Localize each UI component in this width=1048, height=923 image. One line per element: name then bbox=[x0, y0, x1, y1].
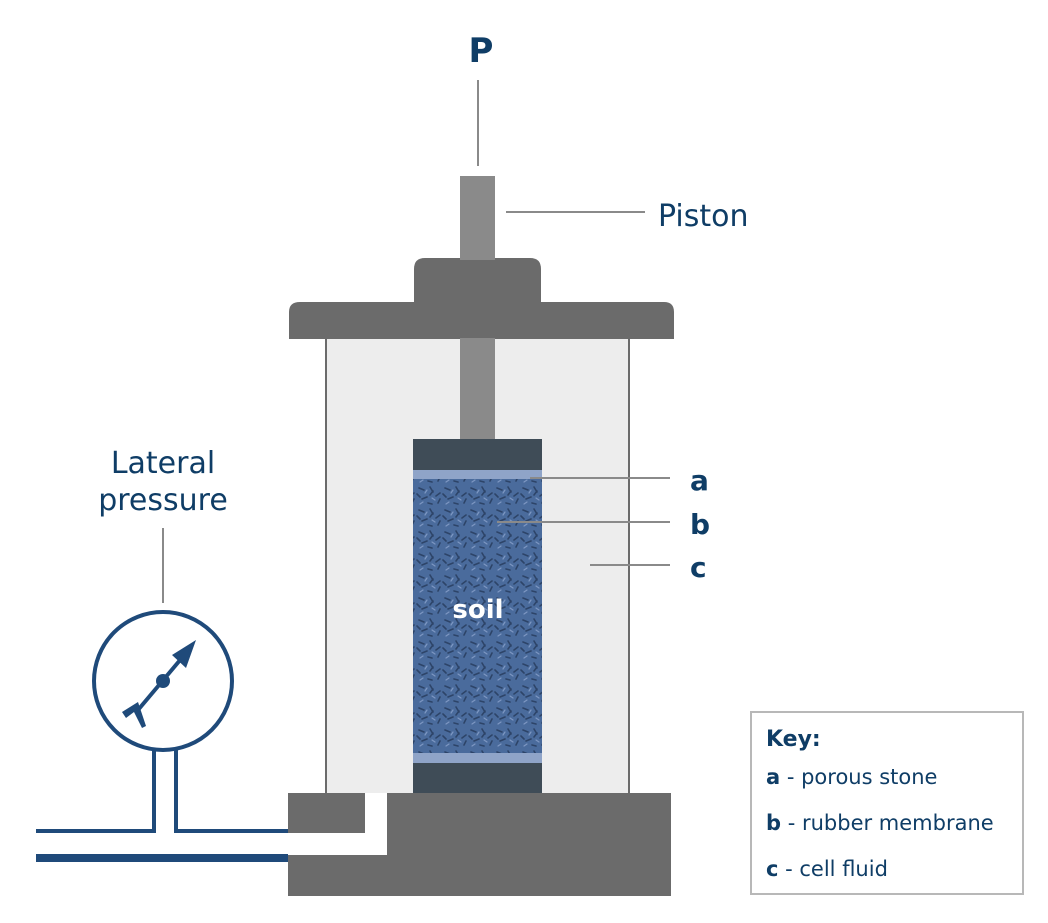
soil-label: soil bbox=[452, 595, 503, 625]
soil-sample bbox=[413, 479, 542, 753]
piston-label: Piston bbox=[658, 199, 749, 234]
legend-item-a: a - porous stone bbox=[766, 764, 1022, 810]
top-porous-stone bbox=[413, 470, 542, 479]
label-b: b bbox=[690, 508, 710, 541]
legend-text: - cell fluid bbox=[778, 857, 888, 881]
gauge-needle-arrow-icon bbox=[172, 640, 196, 668]
top-cap bbox=[413, 439, 542, 470]
legend-text: - rubber membrane bbox=[781, 811, 994, 835]
legend-text: - porous stone bbox=[780, 765, 938, 789]
piston-upper bbox=[460, 176, 495, 260]
gauge-needle-tail-icon bbox=[122, 702, 146, 728]
piston-lower bbox=[460, 338, 495, 440]
legend-item-c: c - cell fluid bbox=[766, 856, 1022, 902]
label-a: a bbox=[690, 464, 709, 497]
gauge-tap-line-right bbox=[174, 748, 288, 833]
legend-item-b: b - rubber membrane bbox=[766, 810, 1022, 856]
load-label: P bbox=[469, 31, 494, 71]
gauge-pivot bbox=[156, 674, 170, 688]
gauge-tap-line bbox=[36, 748, 156, 833]
fluid-channel bbox=[288, 793, 387, 855]
top-bushing bbox=[414, 258, 541, 304]
legend-letter: a bbox=[766, 765, 781, 789]
legend-letter: b bbox=[766, 811, 782, 835]
label-c: c bbox=[690, 551, 707, 584]
bottom-cap bbox=[413, 763, 542, 794]
base-block-left bbox=[288, 793, 365, 833]
legend-title: Key: bbox=[766, 727, 821, 752]
lateral-label-line1: Lateral bbox=[111, 446, 215, 481]
legend-box: Key: a - porous stone b - rubber membran… bbox=[750, 711, 1024, 895]
top-plate bbox=[289, 302, 674, 339]
lateral-label-line2: pressure bbox=[98, 483, 228, 518]
legend-letter: c bbox=[766, 857, 779, 881]
bottom-porous-stone bbox=[413, 753, 542, 763]
